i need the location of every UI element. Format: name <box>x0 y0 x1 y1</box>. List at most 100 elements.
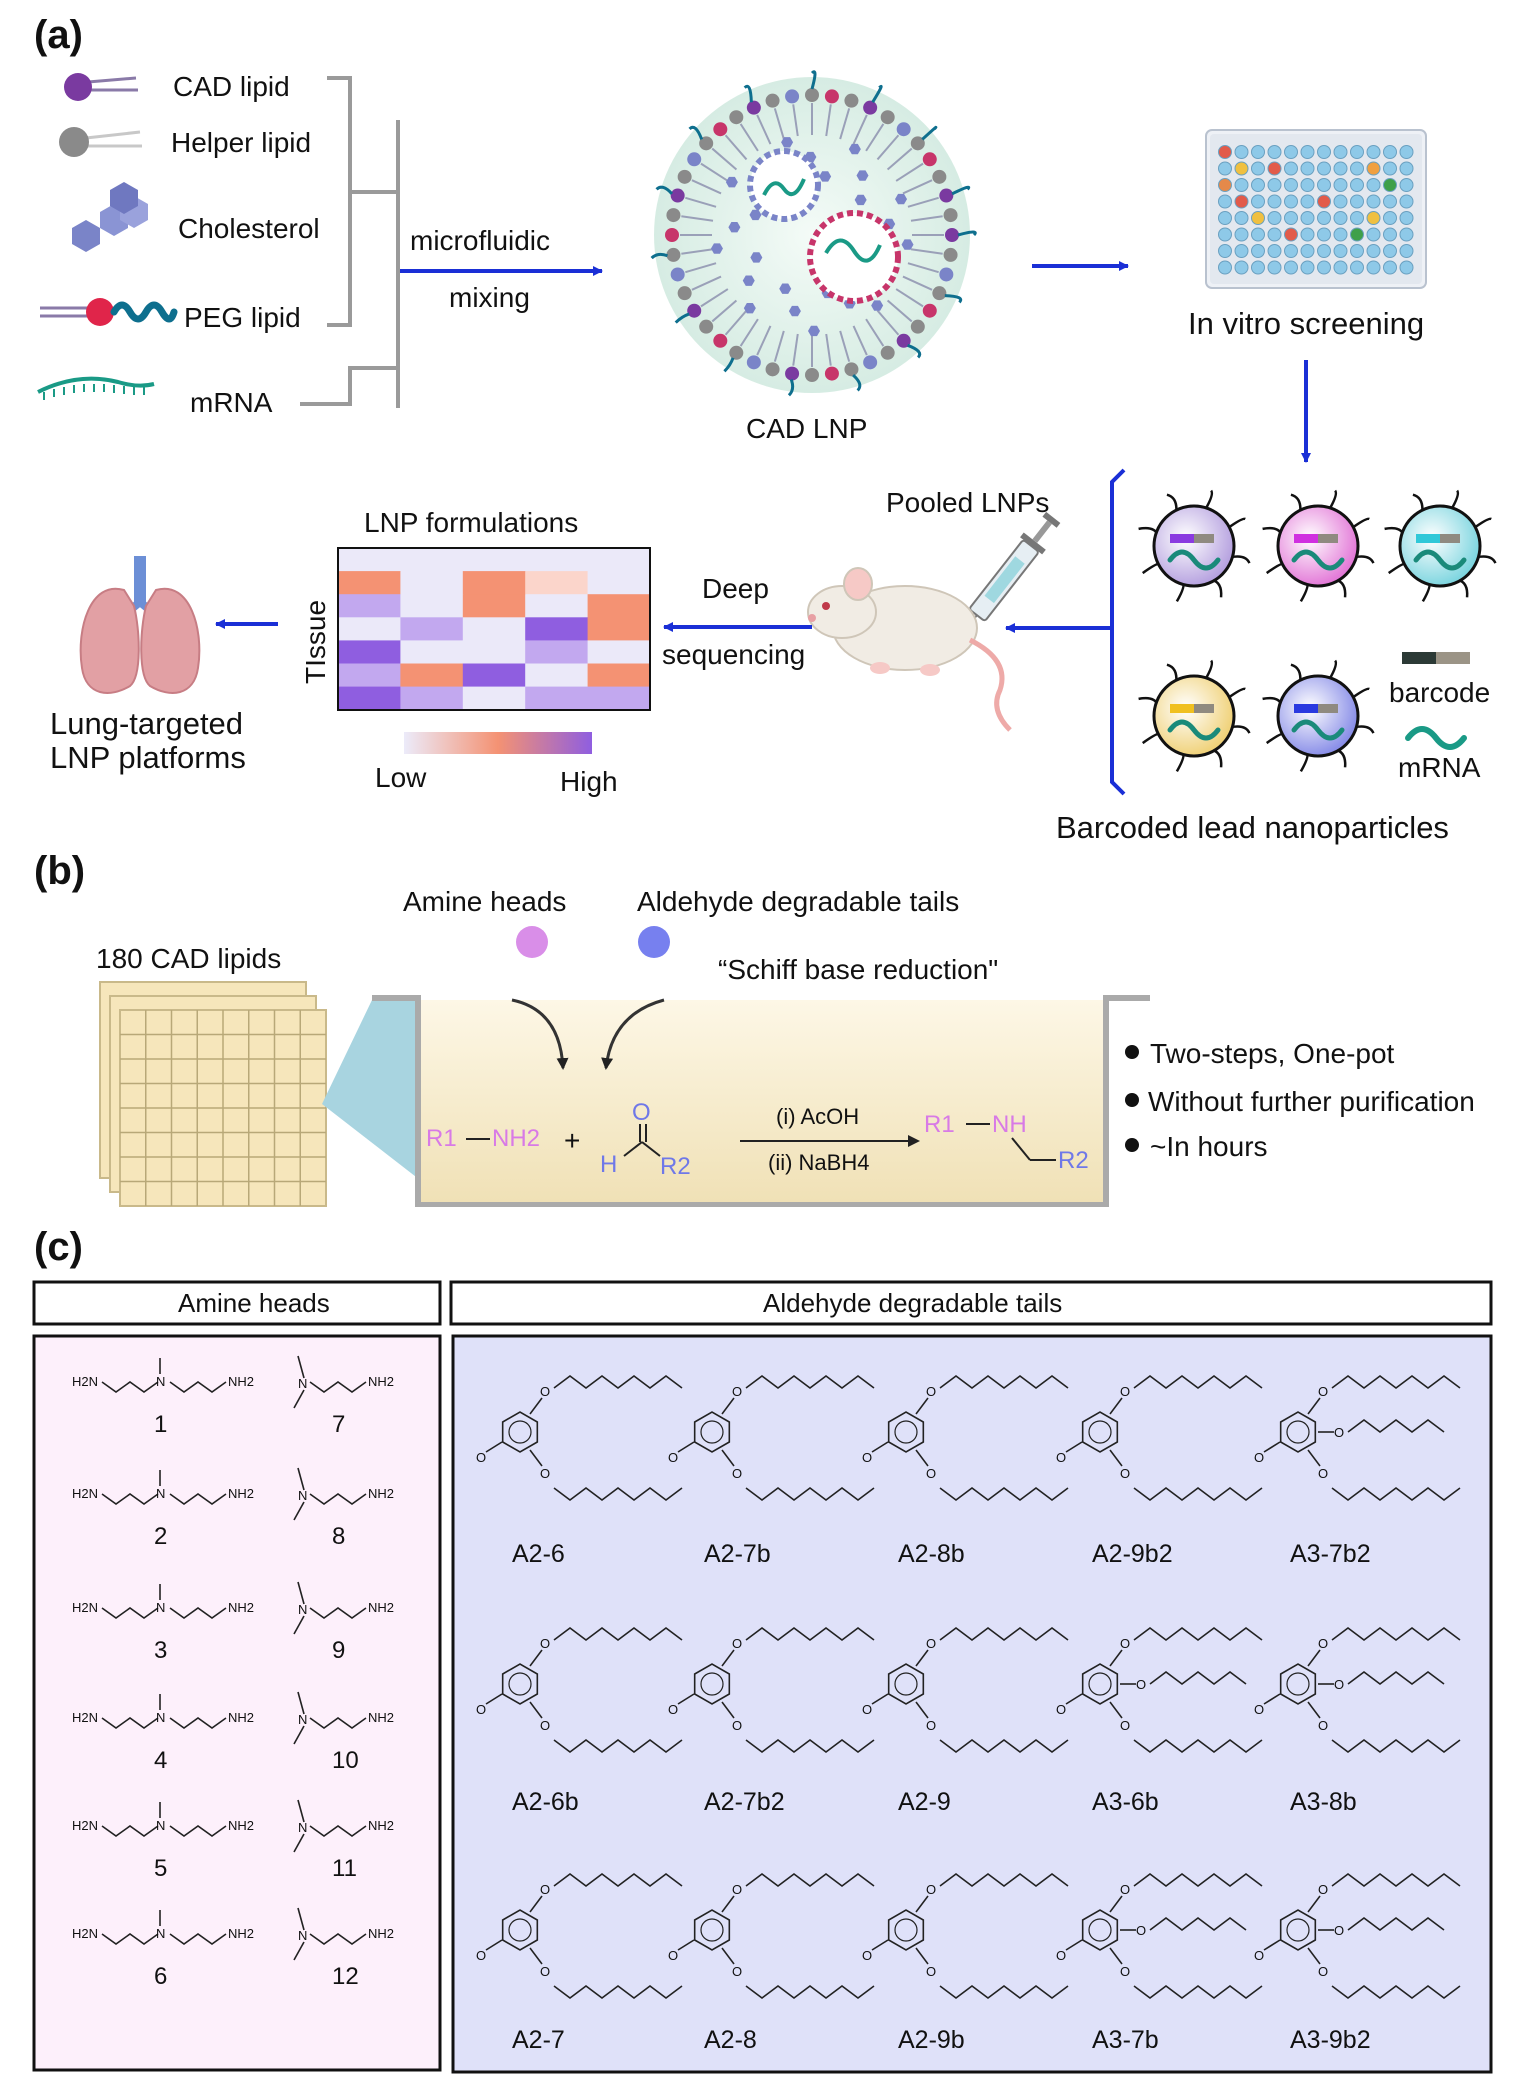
atom-label: O <box>1254 1702 1264 1717</box>
atom-label: N <box>156 1374 165 1389</box>
atom-label: O <box>1056 1948 1066 1963</box>
atom-label: N <box>156 1486 165 1501</box>
mixing-label-line1: microfluidic <box>410 225 550 256</box>
aldehyde-name: A2-9b <box>898 2026 965 2054</box>
atom-label: O <box>1334 1425 1344 1440</box>
bullet-3: ~In hours <box>1150 1131 1268 1162</box>
amine-number: 2 <box>154 1523 167 1550</box>
reagent-1: (i) AcOH <box>776 1104 859 1129</box>
aldehyde-dot <box>638 926 670 958</box>
chem-o: O <box>632 1099 651 1126</box>
bullet-2: Without further purification <box>1148 1086 1475 1117</box>
amine-structure-6: H2N N NH2 6 <box>72 1910 254 1990</box>
atom-label: NH2 <box>368 1486 394 1501</box>
helper-lipid-label: Helper lipid <box>171 127 311 158</box>
atom-label: N <box>156 1818 165 1833</box>
atom-label: H2N <box>72 1926 98 1941</box>
atom-label: N <box>298 1602 307 1617</box>
atom-label: N <box>156 1926 165 1941</box>
aldehyde-name: A2-6b <box>512 1788 579 1816</box>
heatmap-ylabel: TIssue <box>300 600 331 684</box>
atom-label: NH2 <box>228 1818 254 1833</box>
aldehyde-name: A2-9b2 <box>1092 1540 1173 1568</box>
panel-b: (b) 180 CAD lipids Amine heads Aldehyde … <box>34 849 1475 1207</box>
atom-label: O <box>862 1702 872 1717</box>
atom-label: O <box>926 1466 936 1481</box>
zoom-wedge <box>322 1000 420 1180</box>
atom-label: NH2 <box>368 1710 394 1725</box>
atom-label: NH2 <box>228 1710 254 1725</box>
atom-label: O <box>1136 1677 1146 1692</box>
lnp-label: CAD LNP <box>746 413 867 444</box>
chem-r2-product: R2 <box>1058 1147 1089 1174</box>
legend-low: Low <box>375 762 427 793</box>
atom-label: NH2 <box>228 1600 254 1615</box>
atom-label: O <box>1120 1964 1130 1979</box>
atom-label: O <box>732 1718 742 1733</box>
atom-label: O <box>540 1636 550 1651</box>
atom-label: NH2 <box>368 1926 394 1941</box>
atom-label: N <box>156 1710 165 1725</box>
lung-label-line1: Lung-targeted <box>50 706 243 741</box>
atom-label: H2N <box>72 1486 98 1501</box>
aldehyde-name: A3-7b2 <box>1290 1540 1371 1568</box>
atom-label: O <box>862 1450 872 1465</box>
amine-header-box <box>32 1280 442 1326</box>
pooled-label: Pooled LNPs <box>886 487 1049 518</box>
aldehyde-header: Aldehyde degradable tails <box>763 1288 1062 1318</box>
cad-lipids-count-label: 180 CAD lipids <box>96 943 281 974</box>
atom-label: O <box>476 1948 486 1963</box>
cholesterol-icon <box>72 182 148 252</box>
amine-number: 1 <box>154 1411 167 1438</box>
atom-label: NH2 <box>368 1818 394 1833</box>
atom-label: NH2 <box>228 1926 254 1941</box>
atom-label: O <box>732 1636 742 1651</box>
amine-number: 6 <box>154 1963 167 1990</box>
atom-label: O <box>668 1948 678 1963</box>
atom-label: O <box>926 1718 936 1733</box>
atom-label: O <box>668 1450 678 1465</box>
amine-number: 10 <box>332 1747 359 1774</box>
amine-header: Amine heads <box>178 1288 330 1318</box>
barcode-legend-icon <box>1402 652 1470 664</box>
atom-label: O <box>926 1636 936 1651</box>
atom-label: O <box>1318 1384 1328 1399</box>
atom-label: O <box>1318 1636 1328 1651</box>
well-plate-icon <box>1205 129 1427 289</box>
panel-a-letter: (a) <box>34 13 83 57</box>
deep-label-line1: Deep <box>702 573 769 604</box>
atom-label: O <box>732 1964 742 1979</box>
amine-box <box>32 1334 442 2072</box>
reaction-vessel <box>372 995 1150 1207</box>
atom-label: O <box>668 1702 678 1717</box>
amine-number: 7 <box>332 1411 345 1438</box>
chem-nh-product: NH <box>992 1111 1027 1138</box>
atom-label: H2N <box>72 1600 98 1615</box>
amine-number: 5 <box>154 1855 167 1882</box>
atom-label: O <box>1120 1718 1130 1733</box>
amine-number: 9 <box>332 1637 345 1664</box>
reaction-name: “Schiff base reduction" <box>718 954 998 985</box>
reagent-2: (ii) NaBH4 <box>768 1150 869 1175</box>
atom-label: O <box>1254 1450 1264 1465</box>
lipid-plates-icon <box>99 981 327 1207</box>
atom-label: O <box>1318 1718 1328 1733</box>
reaction-scheme: R1 NH2 + O H R2 (i) AcOH (ii) NaBH4 R1 N… <box>426 1099 1089 1180</box>
atom-label: O <box>1334 1677 1344 1692</box>
amine-feed-arrow <box>511 998 569 1070</box>
atom-label: N <box>156 1600 165 1615</box>
